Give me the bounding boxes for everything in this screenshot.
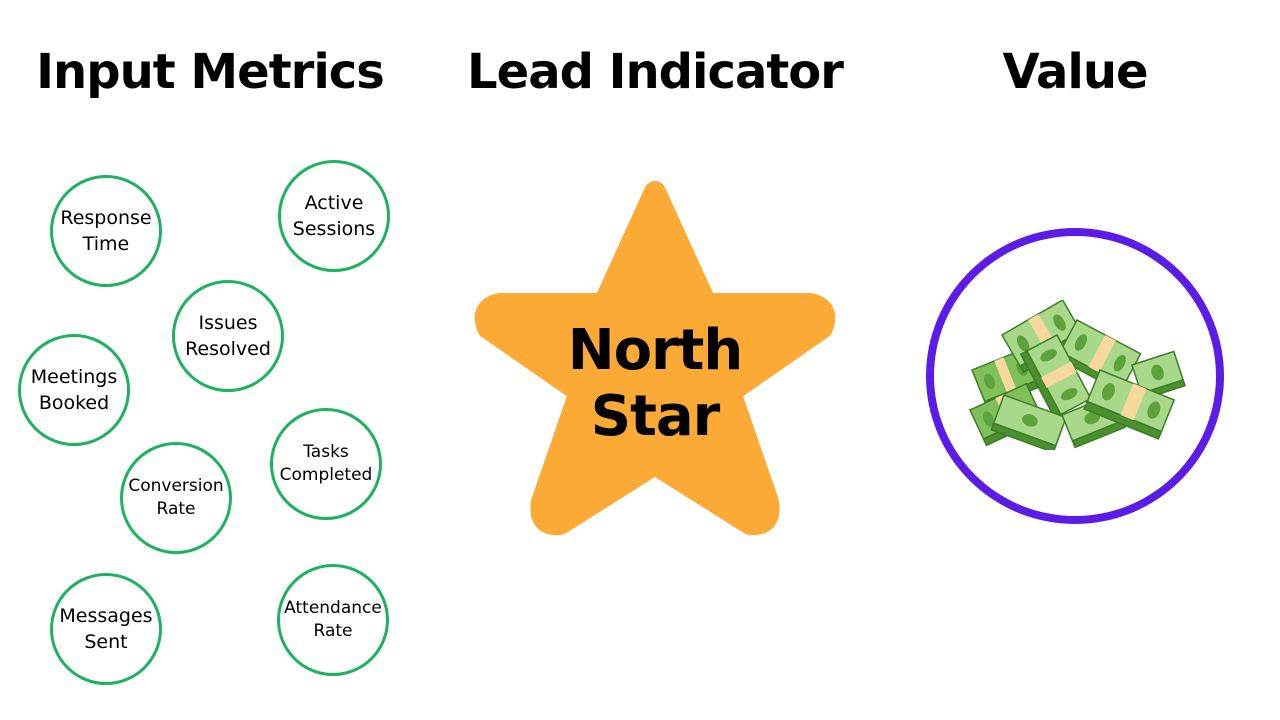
- metric-label: Time: [82, 233, 130, 255]
- metric-label: Active: [304, 192, 364, 214]
- metric-label: Conversion: [128, 476, 224, 496]
- north-star-label-line1: North: [567, 318, 744, 383]
- input-metrics-heading: Input Metrics: [36, 44, 385, 100]
- value-circle: [926, 228, 1224, 524]
- metric-label: Tasks: [303, 442, 349, 462]
- metric-label: Completed: [279, 465, 373, 485]
- lead-indicator-heading: Lead Indicator: [467, 44, 844, 100]
- metric-label: Issues: [198, 312, 258, 334]
- metric-label: Rate: [156, 499, 196, 519]
- metric-label: Attendance: [284, 598, 382, 618]
- north-star: North Star: [470, 180, 840, 540]
- metric-label: Rate: [313, 621, 353, 641]
- value-heading: Value: [1002, 44, 1148, 100]
- star-icon: [474, 181, 836, 536]
- metric-label: Sessions: [292, 218, 376, 240]
- metric-label: Response: [60, 207, 152, 229]
- metric-label: Booked: [38, 392, 110, 414]
- north-star-label-line2: Star: [590, 384, 721, 449]
- metric-label: Meetings: [30, 366, 118, 388]
- money-stack-icon: [969, 300, 1186, 450]
- metric-label: Messages: [59, 605, 153, 627]
- metric-label: Resolved: [185, 338, 271, 360]
- metric-label: Sent: [84, 631, 128, 653]
